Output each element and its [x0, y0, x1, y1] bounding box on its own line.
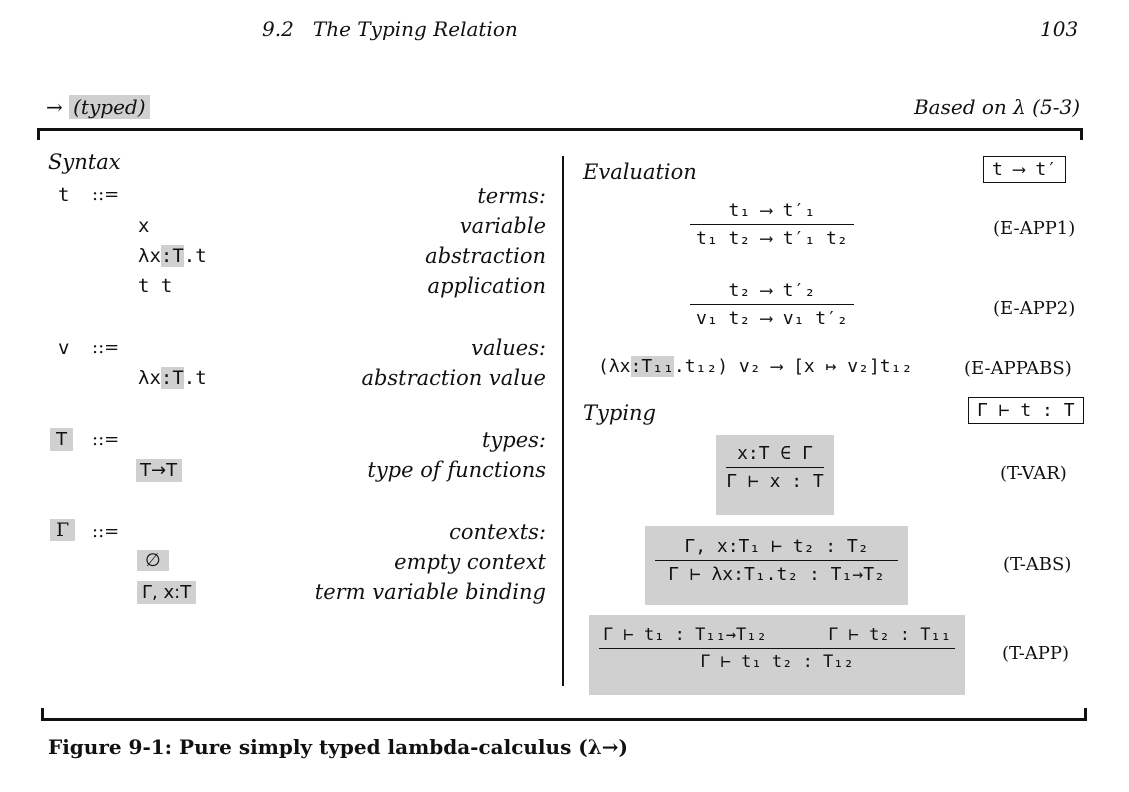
value-desc-abstraction: abstraction value — [361, 366, 546, 390]
rule-name-e-appabs: (E-APPABS) — [964, 358, 1072, 379]
term-def-symbol: ::= — [92, 184, 120, 205]
rule-name-e-app2: (E-APP2) — [993, 298, 1076, 319]
rule-t-var: x:T ∈ Γ Γ ⊢ x : T — [716, 435, 834, 515]
figure-left-label: → (typed) — [46, 95, 150, 119]
context-form-binding: Γ, x:T — [137, 581, 197, 604]
section-title: The Typing Relation — [312, 17, 518, 41]
inference-line — [599, 648, 955, 650]
rule-premise: t₁ ⟶ t′₁ — [728, 200, 816, 221]
arrow-icon: → — [46, 95, 63, 119]
rule-e-app2: t₂ ⟶ t′₂ v₁ t₂ ⟶ v₁ t′₂ — [690, 280, 854, 329]
rule-name-e-app1: (E-APP1) — [993, 218, 1076, 239]
syntax-title: Syntax — [48, 150, 121, 174]
evaluation-title: Evaluation — [583, 160, 697, 184]
type-metavar: T — [50, 428, 73, 451]
rule-conclusion: Γ ⊢ λx:T₁.t₂ : T₁→T₂ — [668, 564, 885, 586]
term-desc-application: application — [427, 274, 546, 298]
rule-premise: Γ ⊢ t₁ : T₁₁→T₁₂ Γ ⊢ t₂ : T₁₁ — [603, 625, 951, 645]
type-form-function: T→T — [136, 459, 183, 482]
context-desc-binding: term variable binding — [314, 580, 546, 604]
context-def-symbol: ::= — [92, 521, 120, 542]
terms-heading: terms: — [477, 184, 546, 208]
term-form-application: t t — [138, 275, 173, 297]
rule-conclusion: Γ ⊢ t₁ t₂ : T₁₂ — [700, 652, 854, 673]
inference-line — [690, 304, 854, 306]
rule-t-app: Γ ⊢ t₁ : T₁₁→T₁₂ Γ ⊢ t₂ : T₁₁ Γ ⊢ t₁ t₂ … — [589, 615, 965, 695]
frame-bottom-rule — [41, 718, 1087, 721]
figure-caption: Figure 9-1: Pure simply typed lambda-cal… — [48, 735, 628, 759]
term-desc-variable: variable — [459, 214, 546, 238]
context-form-empty: ∅ — [137, 550, 169, 571]
rule-name-t-abs: (T-ABS) — [1003, 554, 1072, 575]
rule-conclusion: v₁ t₂ ⟶ v₁ t′₂ — [696, 308, 848, 330]
inference-line — [690, 224, 854, 226]
value-metavar: v — [58, 337, 70, 359]
rule-premise: Γ, x:T₁ ⊢ t₂ : T₂ — [684, 536, 869, 557]
rule-premise: x:T ∈ Γ — [737, 443, 813, 464]
term-form-variable: x — [138, 215, 150, 237]
value-form-abstraction: λx:T.t — [138, 367, 207, 389]
rule-e-app1: t₁ ⟶ t′₁ t₁ t₂ ⟶ t′₁ t₂ — [690, 200, 854, 249]
rule-e-appabs-axiom: (λx:T₁₁.t₁₂) v₂ ⟶ [x ↦ v₂]t₁₂ — [598, 356, 913, 377]
evaluation-judgment-box: t ⟶ t′ — [983, 156, 1067, 183]
rule-name-t-app: (T-APP) — [1002, 643, 1070, 664]
typed-tag: (typed) — [69, 95, 150, 119]
column-divider — [562, 156, 564, 686]
frame-top-rule — [37, 128, 1083, 131]
term-form-abstraction: λx:T.t — [138, 245, 207, 267]
section-number: 9.2 — [262, 17, 294, 41]
frame-bottom-left-tick — [41, 708, 44, 720]
rule-conclusion: t₁ t₂ ⟶ t′₁ t₂ — [696, 228, 848, 250]
frame-top-left-tick — [37, 128, 40, 140]
value-def-symbol: ::= — [92, 337, 120, 358]
term-desc-abstraction: abstraction — [425, 244, 546, 268]
rule-conclusion: Γ ⊢ x : T — [726, 471, 824, 493]
rule-name-t-var: (T-VAR) — [1000, 463, 1067, 484]
page-number: 103 — [1040, 17, 1079, 41]
rule-premise: t₂ ⟶ t′₂ — [728, 280, 816, 301]
contexts-heading: contexts: — [449, 520, 546, 544]
inference-line — [726, 467, 824, 469]
running-header: 9.2 The Typing Relation — [262, 17, 518, 41]
values-heading: values: — [471, 336, 546, 360]
rule-t-abs: Γ, x:T₁ ⊢ t₂ : T₂ Γ ⊢ λx:T₁.t₂ : T₁→T₂ — [645, 526, 908, 605]
context-metavar: Γ — [50, 519, 76, 541]
inference-line — [655, 560, 898, 562]
types-heading: types: — [481, 428, 546, 452]
term-metavar: t — [58, 184, 70, 206]
typing-title: Typing — [583, 401, 656, 425]
type-desc-function: type of functions — [367, 458, 546, 482]
figure-right-label: Based on λ (5-3) — [913, 95, 1080, 119]
frame-bottom-right-tick — [1084, 708, 1087, 720]
context-desc-empty: empty context — [394, 550, 546, 574]
frame-top-right-tick — [1080, 128, 1083, 140]
type-def-symbol: ::= — [92, 429, 120, 450]
typing-judgment-box: Γ ⊢ t : T — [968, 397, 1084, 424]
